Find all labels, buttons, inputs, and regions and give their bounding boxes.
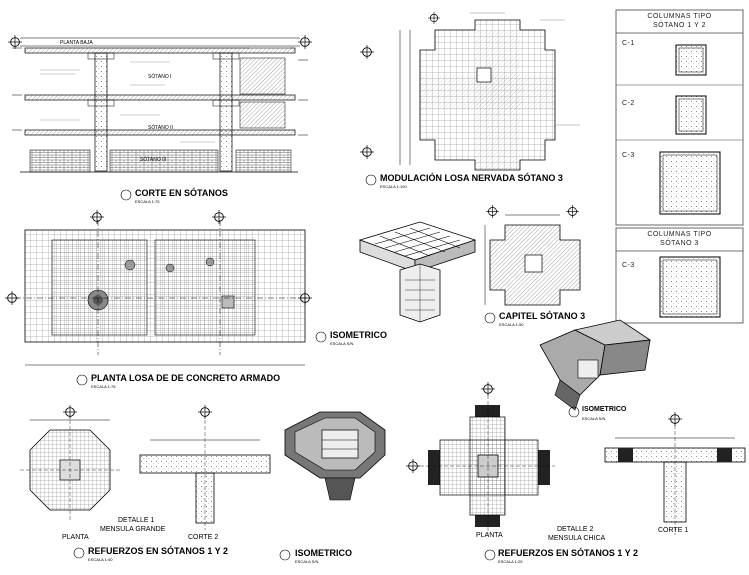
label-corte-1: CORTE 1 [658, 527, 689, 534]
scale-refuerzos-2: ESCALA 1:25 [498, 559, 523, 564]
scale-refuerzos-1: ESCALA 1:40 [88, 557, 113, 562]
scale-isometrico-2: ESCALA S/N [582, 416, 606, 421]
row-label-c1: C-1 [622, 40, 635, 47]
section-drawing-isometrico-3 [284, 411, 386, 501]
columnas-tipo-2-title-line2: SÓTANO 3 [660, 240, 699, 247]
title-corte-sotanos: CORTE EN SÓTANOS [135, 188, 228, 198]
label-planta-2: PLANTA [476, 532, 503, 539]
section-drawing-modulacion [360, 12, 580, 171]
label-planta-baja: PLANTA BAJA [60, 40, 93, 46]
columnas-tipo-1-title-line2: SÓTANO 1 Y 2 [652, 22, 707, 29]
section-drawing-refuerzos-2 [406, 382, 746, 535]
section-drawing-planta-losa [5, 210, 312, 366]
label-planta-1: PLANTA [62, 534, 89, 541]
columnas-tipo-1-title-line1: COLUMNAS TIPO [647, 13, 712, 20]
label-sotano-2: SÓTANO II [148, 125, 173, 131]
row-label-c3-s3: C-3 [622, 262, 635, 269]
label-detalle-2: DETALLE 2 [557, 526, 594, 533]
label-sotano-3: SÓTANO III [140, 157, 167, 163]
label-detalle-1: DETALLE 1 [118, 517, 155, 524]
title-planta-losa: PLANTA LOSA DE DE CONCRETO ARMADO [91, 373, 281, 383]
title-isometrico-3: ISOMETRICO [295, 548, 353, 558]
title-refuerzos-1: REFUERZOS EN SÓTANOS 1 Y 2 [88, 546, 229, 556]
scale-isometrico-3: ESCALA S/N [295, 559, 319, 564]
scale-corte-sotanos: ESCALA 1:75 [135, 199, 160, 204]
scale-planta-losa: ESCALA 1:75 [91, 384, 116, 389]
scale-capitel: ESCALA 1:50 [499, 322, 524, 327]
label-sotano-1: SÓTANO I [148, 74, 172, 80]
columnas-tipo-drawings [615, 9, 744, 324]
row-label-c2: C-2 [622, 100, 635, 107]
section-drawing-capitel [484, 205, 581, 306]
section-drawing-isometrico-2 [539, 319, 652, 411]
scale-isometrico-1: ESCALA S/N [330, 341, 354, 346]
label-corte-2: CORTE 2 [188, 534, 219, 541]
title-isometrico-2: ISOMETRICO [582, 406, 627, 413]
title-capitel: CAPITEL SÓTANO 3 [499, 311, 586, 321]
section-drawing-refuerzos-1 [20, 405, 271, 530]
section-drawing-isometrico-1 [358, 221, 477, 323]
row-label-c3: C-3 [622, 152, 635, 159]
section-drawing-corte [8, 35, 312, 173]
label-mensula-chica: MENSULA CHICA [548, 535, 606, 542]
scale-modulacion: ESCALA 1:100 [380, 184, 407, 189]
title-modulacion: MODULACIÓN LOSA NERVADA SÓTANO 3 [380, 173, 563, 183]
label-mensula-grande: MENSULA GRANDE [100, 526, 166, 533]
title-refuerzos-2: REFUERZOS EN SÓTANOS 1 Y 2 [498, 548, 639, 558]
columnas-tipo-2-title-line1: COLUMNAS TIPO [647, 231, 712, 238]
title-isometrico-1: ISOMETRICO [330, 330, 388, 340]
